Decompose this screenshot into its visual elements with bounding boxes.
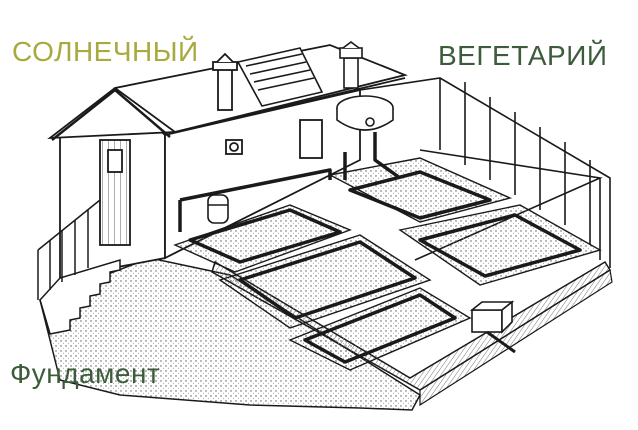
vegetarium-caption: ВЕГЕТАРИЙ <box>438 40 608 71</box>
heating-pipes <box>178 132 582 364</box>
foundation-ground <box>39 257 613 411</box>
water-tank <box>336 41 394 131</box>
valve-assembly <box>469 300 516 354</box>
foundation-caption: Фундамент <box>10 358 161 389</box>
solar-caption: СОЛНЕЧНЫЙ <box>12 36 199 67</box>
stairs <box>37 199 121 335</box>
boiler <box>207 194 229 224</box>
house <box>47 44 408 280</box>
solar-collector <box>236 47 324 107</box>
